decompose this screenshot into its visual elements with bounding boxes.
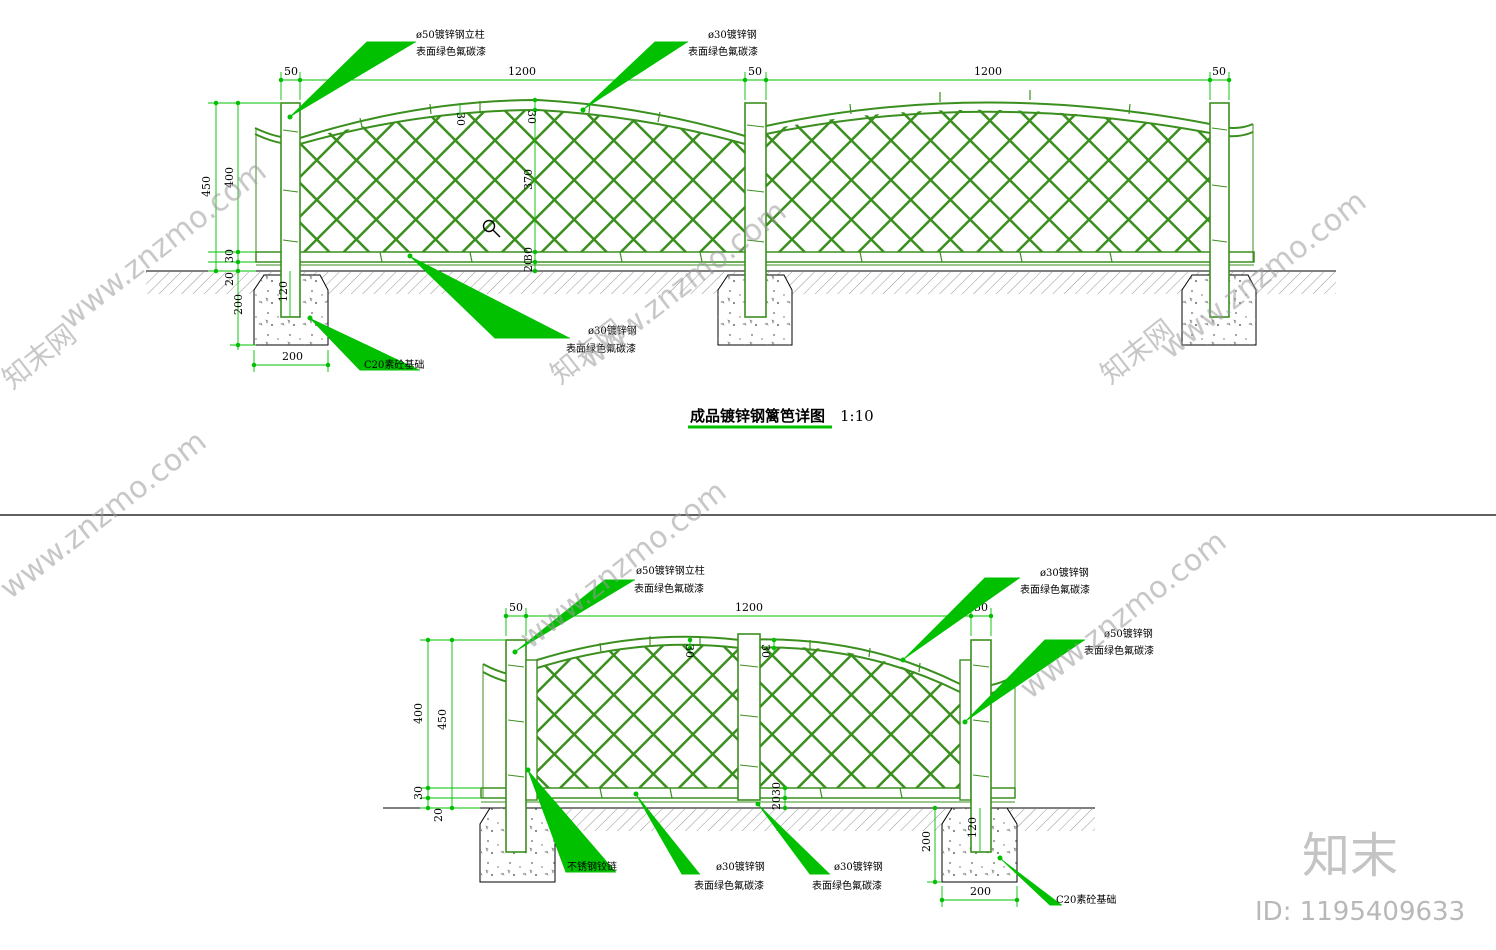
lattice-panel-b1 [537, 644, 740, 788]
label-top-post-1: ø50镀锌钢立柱 [416, 28, 485, 41]
lattice-panel-1a [300, 110, 538, 252]
dim-top-200: 200 [232, 294, 245, 315]
label-b-right-2: 表面绿色氟碳漆 [1084, 644, 1154, 657]
dim-top-120: 120 [277, 281, 290, 302]
brand-logo: 知末 [1302, 828, 1398, 884]
label-b-bottom2-1: ø30镀锌钢 [834, 860, 883, 873]
post-b1-gate [525, 659, 538, 801]
label-b-post-2: 表面绿色氟碳漆 [634, 582, 704, 595]
top-elevation: 50 1200 50 1200 50 450 400 30 20 200 120… [146, 28, 1336, 429]
dim-top-post2: 50 [748, 65, 762, 78]
dim-top-20b: 20 [522, 258, 535, 272]
lattice-panel-1b [538, 110, 745, 252]
dim-b-450: 450 [436, 709, 449, 730]
dim-top-post1: 50 [284, 65, 298, 78]
zoom-icon[interactable] [482, 219, 501, 238]
dim-b-30b: 30 [759, 644, 772, 658]
dim-b-w200: 200 [970, 885, 991, 898]
label-b-bottom2-2: 表面绿色氟碳漆 [812, 879, 882, 892]
watermark-brand-1: 知末网 [0, 318, 83, 396]
dim-top-20: 20 [223, 272, 236, 286]
dim-b-post1: 50 [509, 601, 523, 614]
label-b-bottom1-2: 表面绿色氟碳漆 [694, 879, 764, 892]
post-b2 [970, 639, 992, 853]
label-b-hinge: 不锈钢铰链 [567, 860, 617, 873]
label-b-bottom1-1: ø30镀锌钢 [716, 860, 765, 873]
dim-b-span: 1200 [735, 601, 763, 614]
bottom-elevation: 50 1200 50 400 450 30 20 200 120 200 [383, 564, 1154, 907]
dim-b-30c: 30 [770, 782, 783, 796]
dim-top-span2: 1200 [974, 65, 1002, 78]
lattice-panel-b2 [760, 646, 960, 788]
post-b1 [505, 639, 527, 853]
dim-b-400: 400 [412, 703, 425, 724]
post-top-1 [280, 102, 301, 318]
label-b-rail-2: 表面绿色氟碳漆 [1020, 583, 1090, 596]
drawing-scale: 1:10 [840, 407, 874, 425]
dim-top-w200: 200 [282, 350, 303, 363]
drawing-title: 成品镀锌钢篱笆详图 [690, 407, 825, 425]
dim-b-20b: 20 [770, 796, 783, 810]
dim-top-30b: 30 [525, 110, 538, 124]
watermark-text-6: www.znzmo.com [1013, 524, 1233, 706]
label-top-bottom-2: 表面绿色氟碳漆 [566, 342, 636, 355]
label-b-footing: C20素砼基础 [1056, 893, 1116, 906]
dim-top-450: 450 [200, 176, 213, 197]
dim-b-200: 200 [920, 831, 933, 852]
label-top-post-2: 表面绿色氟碳漆 [416, 45, 486, 58]
dim-top-370: 370 [522, 169, 535, 190]
lattice-panel-2 [766, 109, 1210, 252]
label-top-footing: C20素砼基础 [364, 358, 424, 371]
dim-b-20: 20 [432, 808, 445, 822]
label-b-right-1: ø50镀锌钢 [1104, 627, 1153, 640]
label-b-rail-1: ø30镀锌钢 [1040, 566, 1089, 579]
post-b2-gate [959, 659, 972, 801]
label-b-post-1: ø50镀锌钢立柱 [636, 564, 705, 577]
post-top-2 [744, 102, 767, 318]
dim-top-post3: 50 [1212, 65, 1226, 78]
dim-b-30a: 30 [683, 644, 696, 658]
dim-top-30: 30 [223, 249, 236, 263]
label-top-rail-2: 表面绿色氟碳漆 [688, 45, 758, 58]
dim-top-span1: 1200 [508, 65, 536, 78]
dim-b-30: 30 [412, 786, 425, 800]
post-b-mid [737, 633, 761, 801]
post-top-3 [1209, 102, 1230, 318]
dim-top-30a: 30 [454, 112, 467, 126]
dim-top-400: 400 [223, 167, 236, 188]
image-id: ID: 1195409633 [1255, 897, 1465, 927]
dim-b-120: 120 [966, 817, 979, 838]
label-top-rail-1: ø30镀锌钢 [708, 28, 757, 41]
dim-top-30c: 30 [522, 247, 535, 261]
label-top-bottom-1: ø30镀锌钢 [588, 324, 637, 337]
